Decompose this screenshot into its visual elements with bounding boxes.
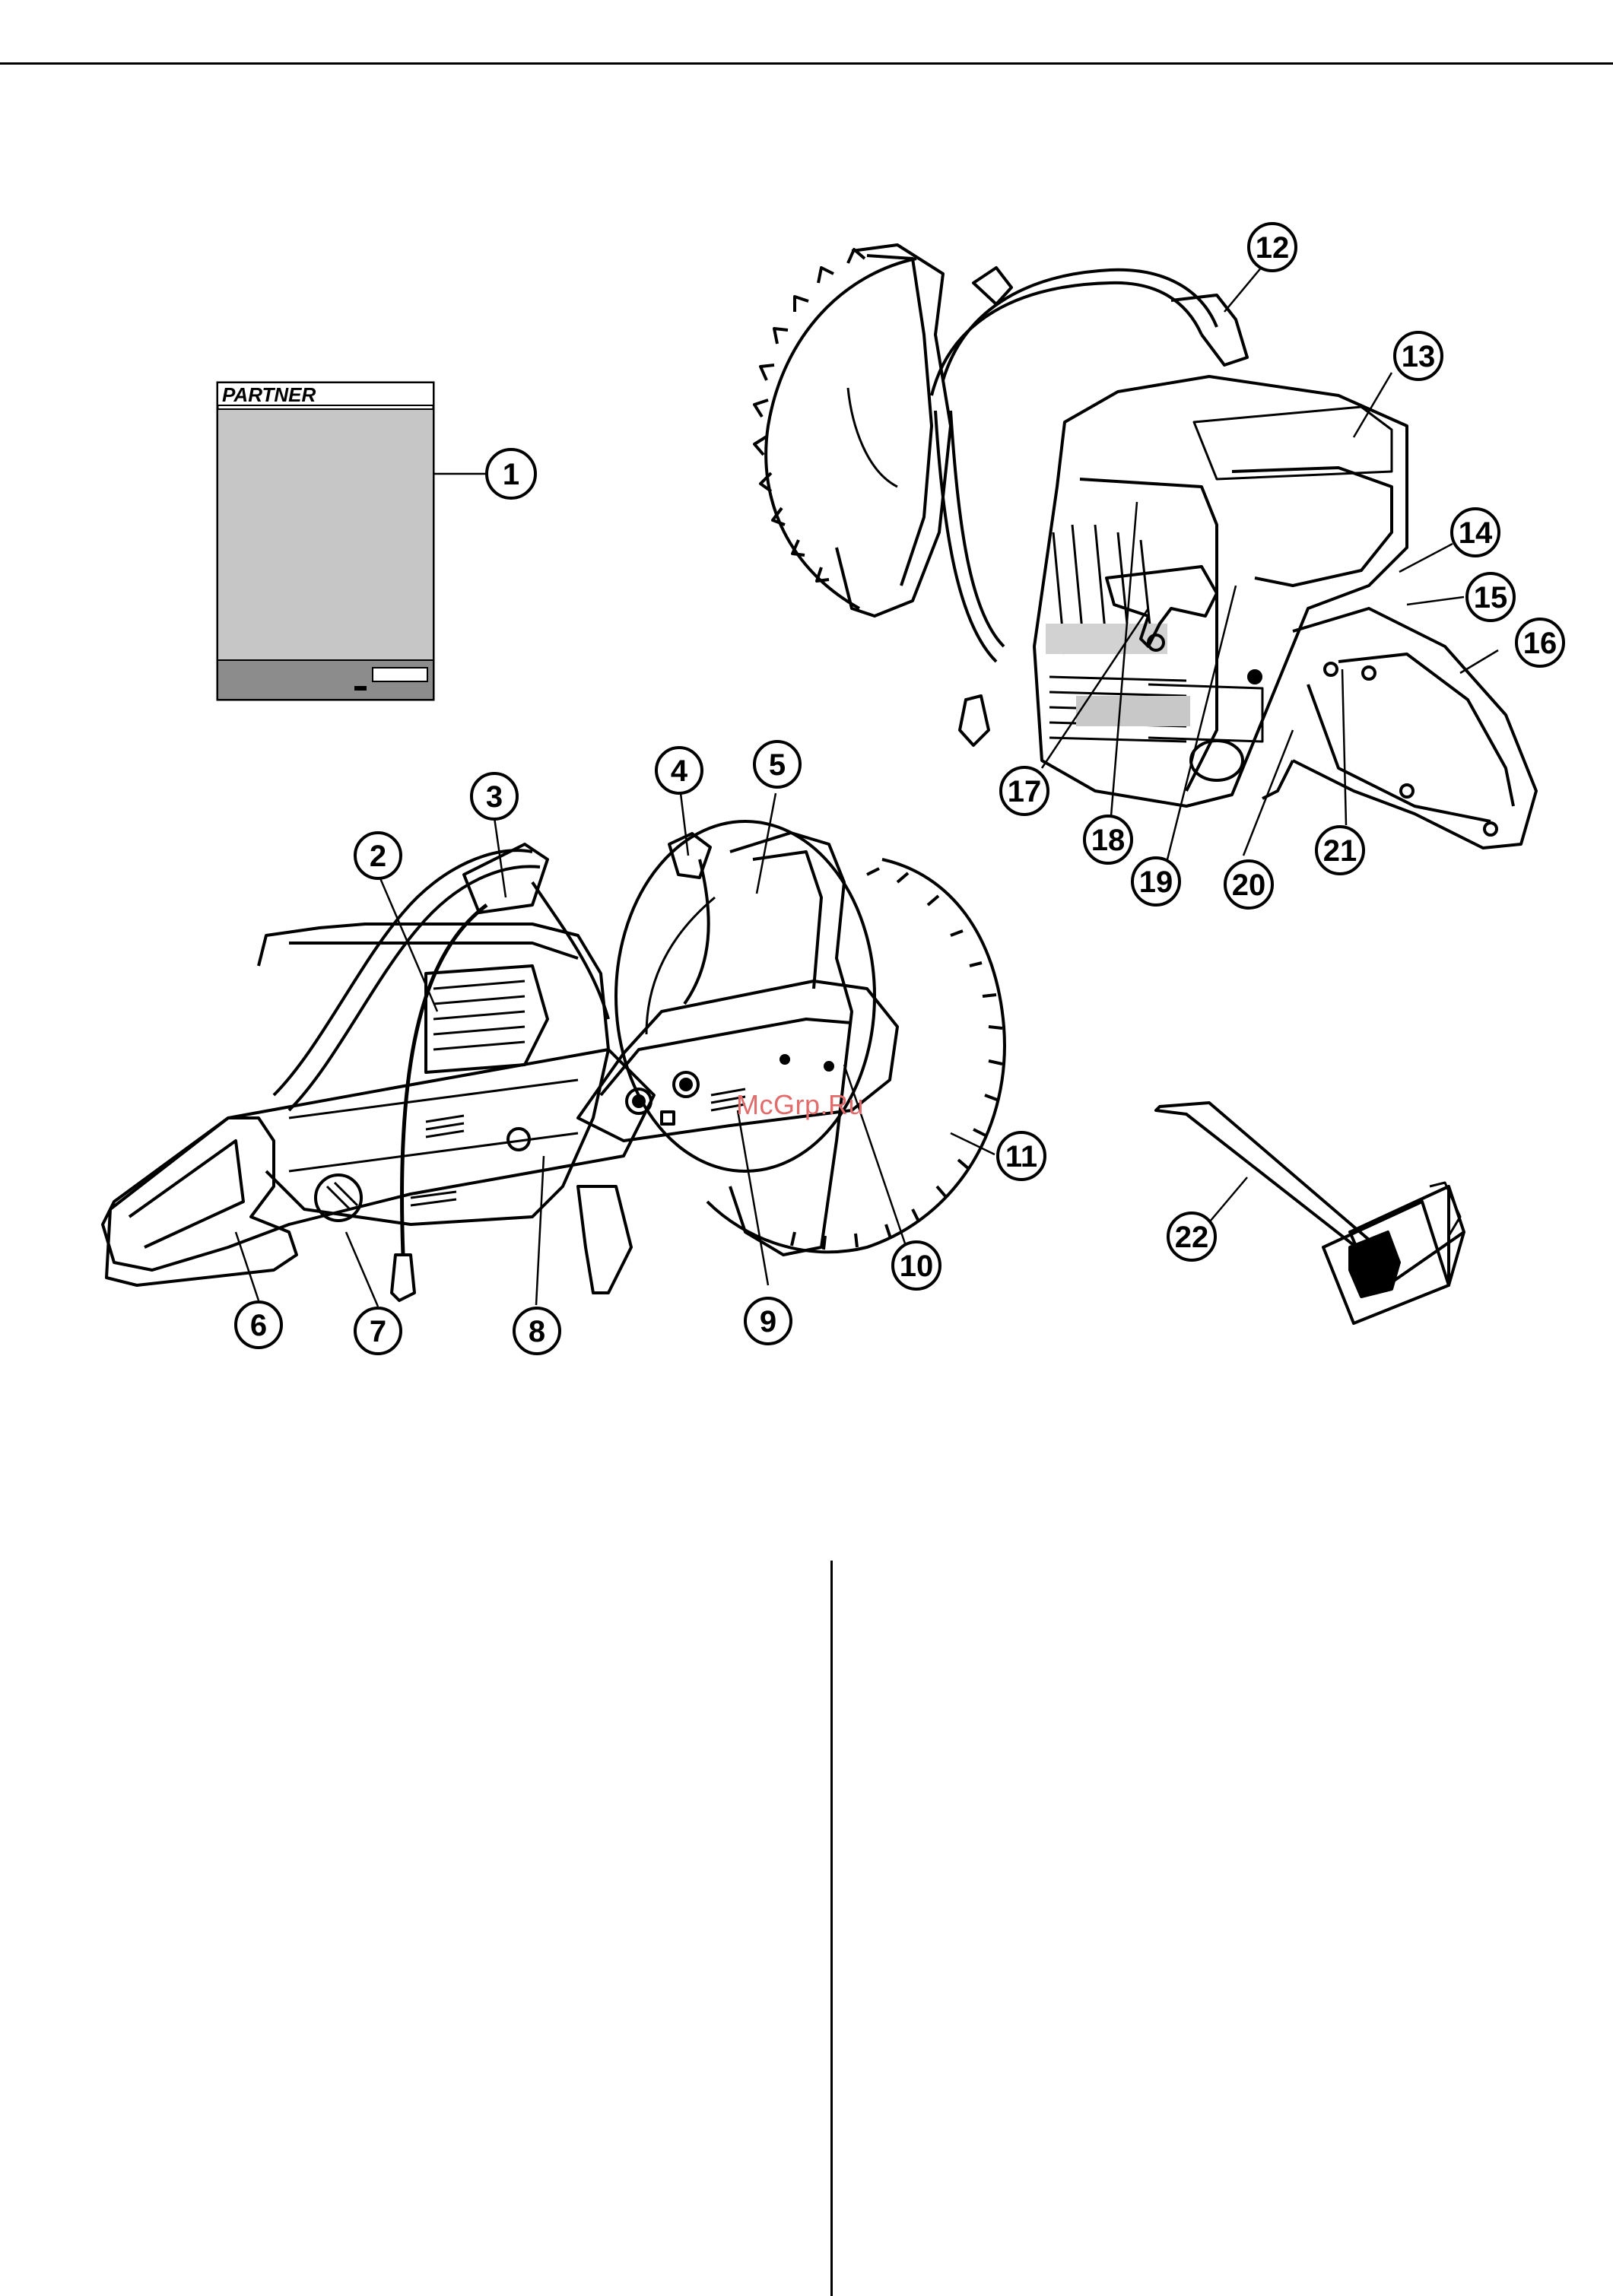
callout-1: 1	[487, 449, 535, 498]
callout-15-label: 15	[1474, 581, 1508, 614]
callout-22: 22	[1168, 1213, 1215, 1260]
callout-7: 7	[355, 1308, 401, 1354]
callout-8-label: 8	[529, 1315, 545, 1348]
callout-17-label: 17	[1008, 775, 1042, 808]
callout-4-label: 4	[671, 754, 688, 788]
callout-markers: 1 2 3 4 5 6 7 8 9 10 11 12 13 14 15 16 1…	[236, 224, 1564, 1354]
operators-manual-illustration: PARTNER	[218, 383, 487, 700]
callout-5: 5	[754, 742, 800, 787]
callout-1-label: 1	[503, 458, 519, 491]
callout-11: 11	[998, 1132, 1045, 1180]
callout-20: 20	[1225, 861, 1272, 908]
callout-2-label: 2	[370, 840, 386, 873]
callout-13-label: 13	[1402, 340, 1436, 373]
callout-2: 2	[355, 833, 401, 878]
callout-17: 17	[1001, 767, 1048, 815]
callout-19: 19	[1132, 858, 1180, 905]
callout-6-label: 6	[250, 1309, 267, 1342]
callout-10-label: 10	[900, 1250, 934, 1283]
callout-14-label: 14	[1459, 516, 1493, 550]
callout-11-label: 11	[1005, 1140, 1037, 1173]
callout-21-label: 21	[1323, 834, 1357, 868]
callout-4: 4	[656, 748, 702, 793]
callout-3: 3	[472, 773, 517, 819]
callout-19-label: 19	[1139, 865, 1173, 899]
callout-9-label: 9	[760, 1305, 776, 1339]
watermark: McGrp.Ru	[736, 1089, 864, 1121]
saw-side-view	[103, 821, 1005, 1300]
callout-13: 13	[1395, 332, 1442, 379]
callout-14: 14	[1452, 509, 1499, 556]
callout-22-label: 22	[1175, 1221, 1209, 1254]
callout-18: 18	[1084, 816, 1132, 863]
callout-18-label: 18	[1091, 824, 1126, 857]
combination-spanner-illustration	[1156, 1103, 1464, 1323]
callout-9: 9	[745, 1298, 791, 1344]
callout-20-label: 20	[1232, 869, 1266, 902]
callout-16: 16	[1516, 619, 1564, 666]
manual-brand-text: PARTNER	[222, 383, 316, 406]
callout-3-label: 3	[486, 780, 503, 814]
callout-21: 21	[1316, 827, 1364, 874]
callout-10: 10	[893, 1242, 940, 1289]
callout-12-label: 12	[1256, 231, 1290, 265]
callout-8: 8	[514, 1308, 560, 1354]
callout-6: 6	[236, 1302, 281, 1348]
callout-5-label: 5	[769, 748, 786, 782]
callout-7-label: 7	[370, 1315, 386, 1348]
callout-12: 12	[1249, 224, 1296, 271]
callout-15: 15	[1467, 573, 1514, 621]
callout-16-label: 16	[1523, 627, 1557, 660]
